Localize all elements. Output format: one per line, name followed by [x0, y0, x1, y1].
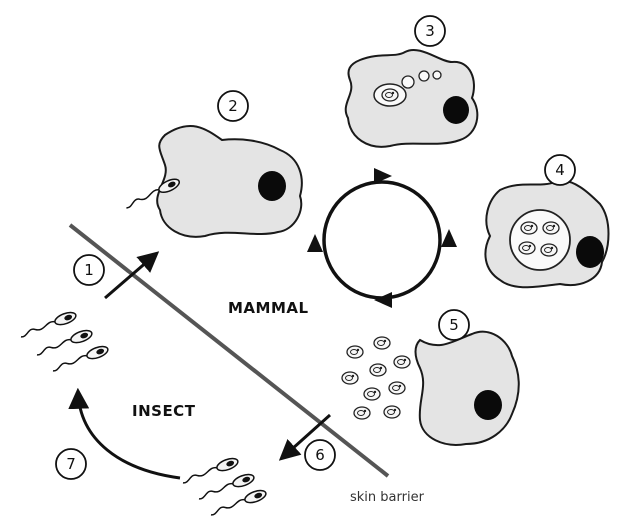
svg-text:5: 5	[449, 316, 459, 334]
stage-badge-3: 3	[415, 16, 445, 46]
macrophage-stage-4	[485, 181, 608, 287]
stage-badge-7: 7	[56, 449, 86, 479]
cycle-loop	[307, 168, 457, 308]
stage-badge-5: 5	[439, 310, 469, 340]
region-label-mammal: MAMMAL	[228, 299, 309, 317]
macrophage-stage-5	[342, 332, 519, 445]
region-label-insect: INSECT	[132, 402, 195, 420]
skin-barrier-line	[70, 225, 388, 476]
svg-text:2: 2	[228, 97, 238, 115]
stage-badge-4: 4	[545, 155, 575, 185]
cycle-arrowhead-right	[441, 229, 457, 247]
stage-badge-6: 6	[305, 440, 335, 470]
promastigotes-left	[19, 310, 110, 374]
stage-badge-2: 2	[218, 91, 248, 121]
svg-text:7: 7	[66, 455, 76, 473]
promastigotes-bottom	[181, 456, 268, 518]
svg-text:4: 4	[555, 161, 565, 179]
skin-barrier-label: skin barrier	[350, 490, 424, 505]
svg-text:1: 1	[84, 261, 94, 279]
macrophage-stage-2	[123, 126, 301, 237]
stage-badge-1: 1	[74, 255, 104, 285]
svg-text:3: 3	[425, 22, 435, 40]
macrophage-stage-3	[346, 50, 478, 147]
svg-text:6: 6	[315, 446, 325, 464]
cycle-arrowhead-left	[307, 234, 323, 252]
cycle-arrowhead-bottom	[374, 292, 392, 308]
